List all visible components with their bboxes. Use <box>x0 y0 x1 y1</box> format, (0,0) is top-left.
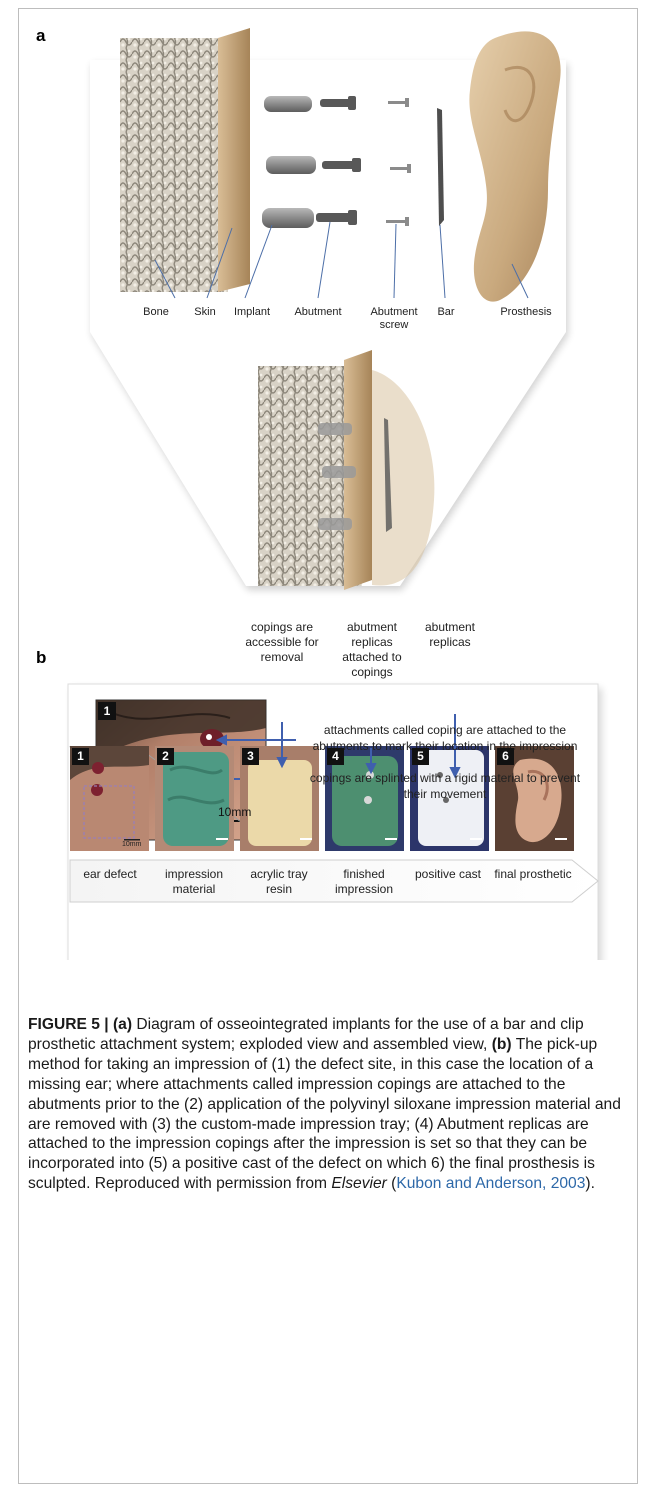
step-badge-5: 5 <box>412 748 429 765</box>
zoom-badge: 1 <box>98 702 116 720</box>
caption-a-tag: (a) <box>113 1016 132 1033</box>
step-badge-4: 4 <box>327 748 344 765</box>
caption-pre-cite: ( <box>387 1175 397 1192</box>
step-label-1: ear defect <box>68 867 152 882</box>
step-label-3: acrylic tray resin <box>237 867 321 897</box>
thumb-1-scale: 10mm <box>122 841 141 848</box>
caption-citation-link[interactable]: Kubon and Anderson, 2003 <box>396 1175 585 1192</box>
step-badge-2: 2 <box>157 748 174 765</box>
caption-b-text: The pick-up method for taking an impress… <box>28 1036 621 1192</box>
note-step-4: abutment replicas attached to copings <box>336 620 408 680</box>
caption-figure-number: FIGURE 5 | <box>28 1016 109 1033</box>
caption-publisher: Elsevier <box>331 1175 386 1192</box>
step-label-4: finished impression <box>322 867 406 897</box>
caption-post-cite: ). <box>585 1175 595 1192</box>
caption-b-tag: (b) <box>492 1036 512 1053</box>
step-label-5: positive cast <box>406 867 490 882</box>
panel-b-diagram <box>0 0 657 960</box>
note-step-5: abutment replicas <box>412 620 488 650</box>
step-badge-6: 6 <box>497 748 514 765</box>
step-label-2: impression material <box>152 867 236 897</box>
step-badge-1: 1 <box>72 748 89 765</box>
zoom-scale-label: 10mm <box>218 805 251 819</box>
step-badge-3: 3 <box>242 748 259 765</box>
step-label-6: final prosthetic <box>491 867 575 882</box>
note-splinted: copings are splinted with a rigid materi… <box>300 770 590 802</box>
note-step-3: copings are accessible for removal <box>232 620 332 665</box>
figure-caption: FIGURE 5 | (a) Diagram of osseointegrate… <box>28 1015 628 1194</box>
